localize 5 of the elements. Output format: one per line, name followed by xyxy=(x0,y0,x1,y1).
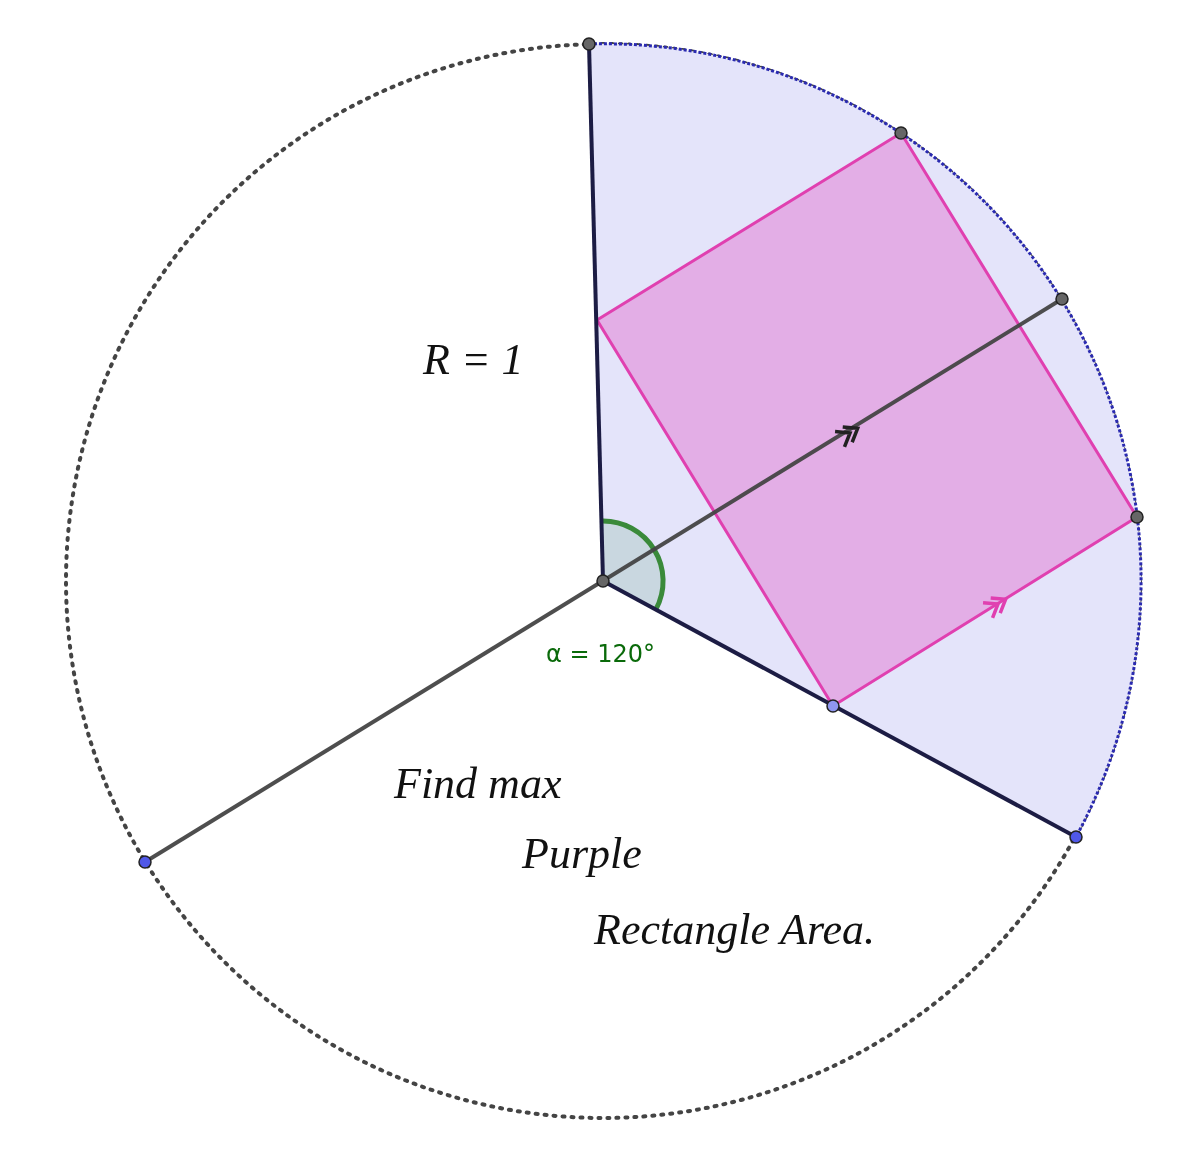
note-text: Find max xyxy=(394,762,562,806)
note-text: Purple xyxy=(522,832,642,876)
angle-label: α = 120° xyxy=(546,642,655,666)
radius-label: R = 1 xyxy=(423,338,524,382)
note-text: Rectangle Area. xyxy=(594,908,875,952)
